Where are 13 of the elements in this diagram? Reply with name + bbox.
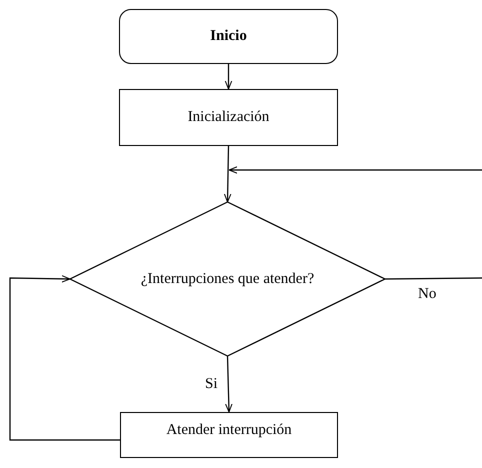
arrow bbox=[224, 64, 232, 90]
decision-diamond bbox=[70, 202, 385, 356]
process-box bbox=[119, 89, 338, 146]
arrow bbox=[224, 146, 232, 202]
process-box bbox=[120, 412, 338, 458]
node-label: ¿Interrupciones que atender? bbox=[140, 270, 314, 288]
arrow bbox=[225, 356, 232, 412]
arrow bbox=[9, 275, 120, 441]
arrow bbox=[228, 166, 482, 174]
node-label: Atender interrupción bbox=[166, 422, 292, 438]
node-label: Inicialización bbox=[188, 109, 270, 126]
start-label: Inicio bbox=[210, 28, 247, 45]
start-box bbox=[119, 9, 338, 64]
